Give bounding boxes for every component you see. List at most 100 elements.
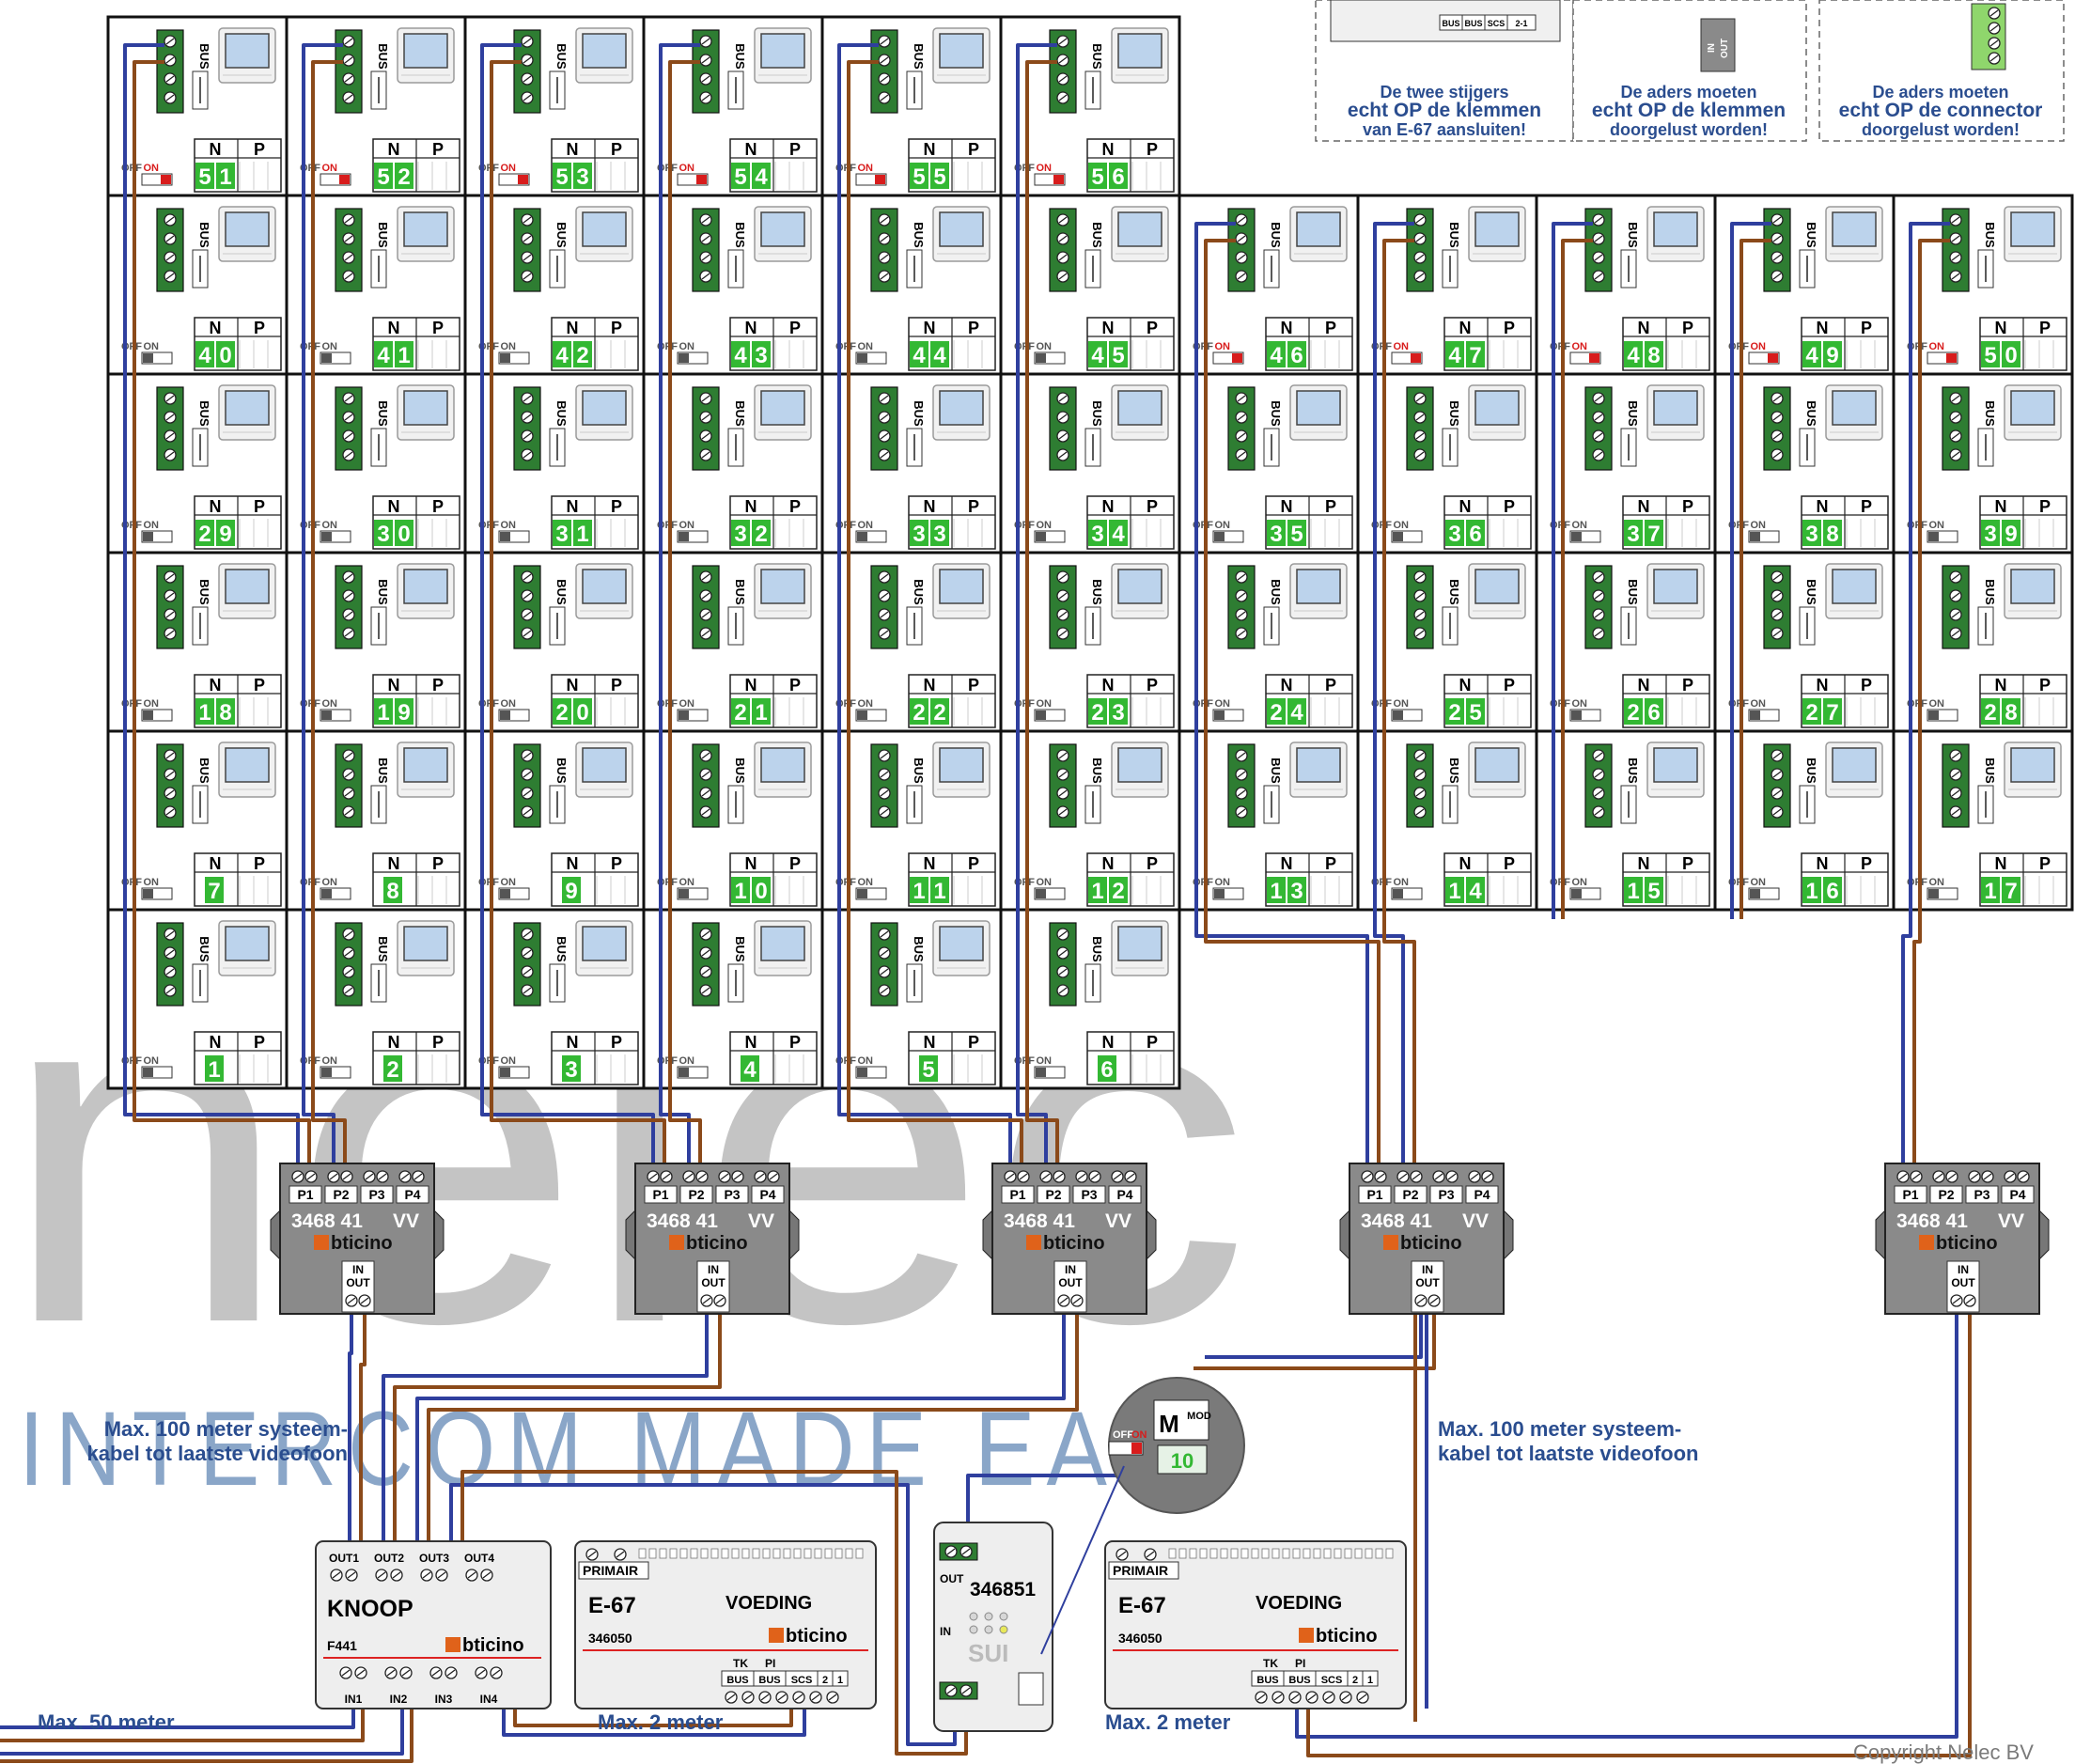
- address-digit: 2: [1270, 700, 1282, 726]
- bus-label: BUS: [376, 222, 390, 248]
- dip-switch-knob: [500, 353, 510, 363]
- bus-screw: [342, 928, 355, 941]
- bus-screw: [1771, 805, 1784, 819]
- monitor-screen: [403, 33, 448, 69]
- n-label: N: [1102, 140, 1115, 159]
- trunk-wire-brown: [393, 1304, 722, 1547]
- port-label: P4: [759, 1187, 775, 1202]
- bus-screw: [699, 392, 712, 405]
- address-digit: 5: [198, 164, 211, 190]
- digit-cell: [731, 341, 750, 367]
- switch-on-label: ON: [322, 163, 338, 174]
- callout-mod-value: 10: [1171, 1449, 1194, 1473]
- digit-cell: [1109, 163, 1128, 189]
- bus-screw: [1592, 429, 1605, 443]
- bus-screw: [521, 608, 534, 621]
- n-label: N: [1459, 497, 1472, 516]
- knoop-input-label: IN1: [345, 1693, 363, 1706]
- bus-label: BUS: [733, 222, 747, 248]
- digit-cell: [1624, 520, 1643, 546]
- bus-screw: [699, 589, 712, 602]
- bus-screw: [1949, 787, 1962, 800]
- digit-cell: [910, 698, 928, 725]
- bus-screw: [342, 749, 355, 762]
- vent-slot: [793, 1548, 802, 1559]
- switch-on-label: ON: [501, 163, 517, 174]
- monitor-screen: [760, 390, 805, 426]
- port-screw: [695, 1170, 709, 1183]
- bus-screw: [521, 392, 534, 405]
- bus-screw: [1949, 627, 1962, 640]
- bus-screw: [699, 984, 712, 997]
- port-label: P2: [1045, 1187, 1061, 1202]
- switch-on-label: ON: [1394, 698, 1410, 710]
- out-screw: [1070, 1294, 1084, 1307]
- vent-slot: [1365, 1548, 1373, 1559]
- bus-screw: [1056, 570, 1069, 584]
- brand-mark: [1383, 1235, 1398, 1250]
- n-label: N: [1995, 497, 2007, 516]
- digit-cell: [1802, 341, 1821, 367]
- address-digit: 6: [1112, 164, 1124, 190]
- port-label: P3: [1081, 1187, 1097, 1202]
- out-screw: [1414, 1294, 1428, 1307]
- port-label: P2: [333, 1187, 349, 1202]
- switch-on-label: ON: [858, 1055, 874, 1067]
- n-label: N: [1638, 497, 1650, 516]
- bus-label: BUS: [1804, 400, 1818, 427]
- bus-screw: [1771, 411, 1784, 424]
- address-digit: 7: [1826, 700, 1838, 726]
- bus-screw: [1235, 787, 1248, 800]
- bus-label: BUS: [1090, 222, 1104, 248]
- digit-cell: [1981, 698, 2000, 725]
- dip-switch-knob: [143, 1068, 153, 1077]
- bus-screw: [878, 768, 891, 781]
- address-digit: 3: [933, 522, 945, 547]
- bus-screw: [699, 232, 712, 245]
- n-label: N: [745, 854, 757, 873]
- psu-screw: [585, 1548, 599, 1561]
- digit-cell: [1466, 877, 1485, 903]
- port-label-box: [751, 1185, 785, 1204]
- vent-slot: [700, 1548, 709, 1559]
- address-digit: 4: [377, 343, 390, 368]
- bus-screw: [1413, 805, 1427, 819]
- digit-cell: [752, 520, 771, 546]
- knoop-screw: [435, 1569, 448, 1582]
- bus-screw: [164, 928, 177, 941]
- address-digit: 1: [208, 1057, 220, 1083]
- distributor-suffix: VV: [748, 1210, 774, 1232]
- psu-brand: bticino: [1316, 1626, 1378, 1647]
- p-label: P: [1504, 319, 1515, 337]
- bus-screw: [342, 627, 355, 640]
- dip-switch-knob: [518, 175, 528, 184]
- digit-cell: [731, 163, 750, 189]
- distributor-suffix: VV: [393, 1210, 419, 1232]
- bus-screw: [164, 589, 177, 602]
- bus-wire-brown: [311, 60, 343, 1098]
- switch-on-label: ON: [1215, 698, 1231, 710]
- bus-screw: [1949, 749, 1962, 762]
- out-screw: [358, 1294, 371, 1307]
- vent-slot: [669, 1548, 678, 1559]
- digit-cell: [1802, 698, 1821, 725]
- bus-label: BUS: [376, 400, 390, 427]
- bus-screw: [164, 984, 177, 997]
- port-screw: [398, 1170, 412, 1183]
- port-screw: [647, 1170, 660, 1183]
- bus-screw: [1056, 251, 1069, 264]
- address-digit: 1: [734, 879, 746, 904]
- monitor-screen: [1653, 211, 1698, 247]
- vent-slot: [1282, 1548, 1290, 1559]
- bus-screw: [878, 589, 891, 602]
- callout-mod-box: [1153, 1399, 1209, 1441]
- bus-screw: [342, 35, 355, 48]
- vent-slot: [638, 1548, 647, 1559]
- switch-on-label: ON: [1215, 877, 1231, 888]
- digit-cell: [930, 877, 949, 903]
- vent-slot: [679, 1548, 688, 1559]
